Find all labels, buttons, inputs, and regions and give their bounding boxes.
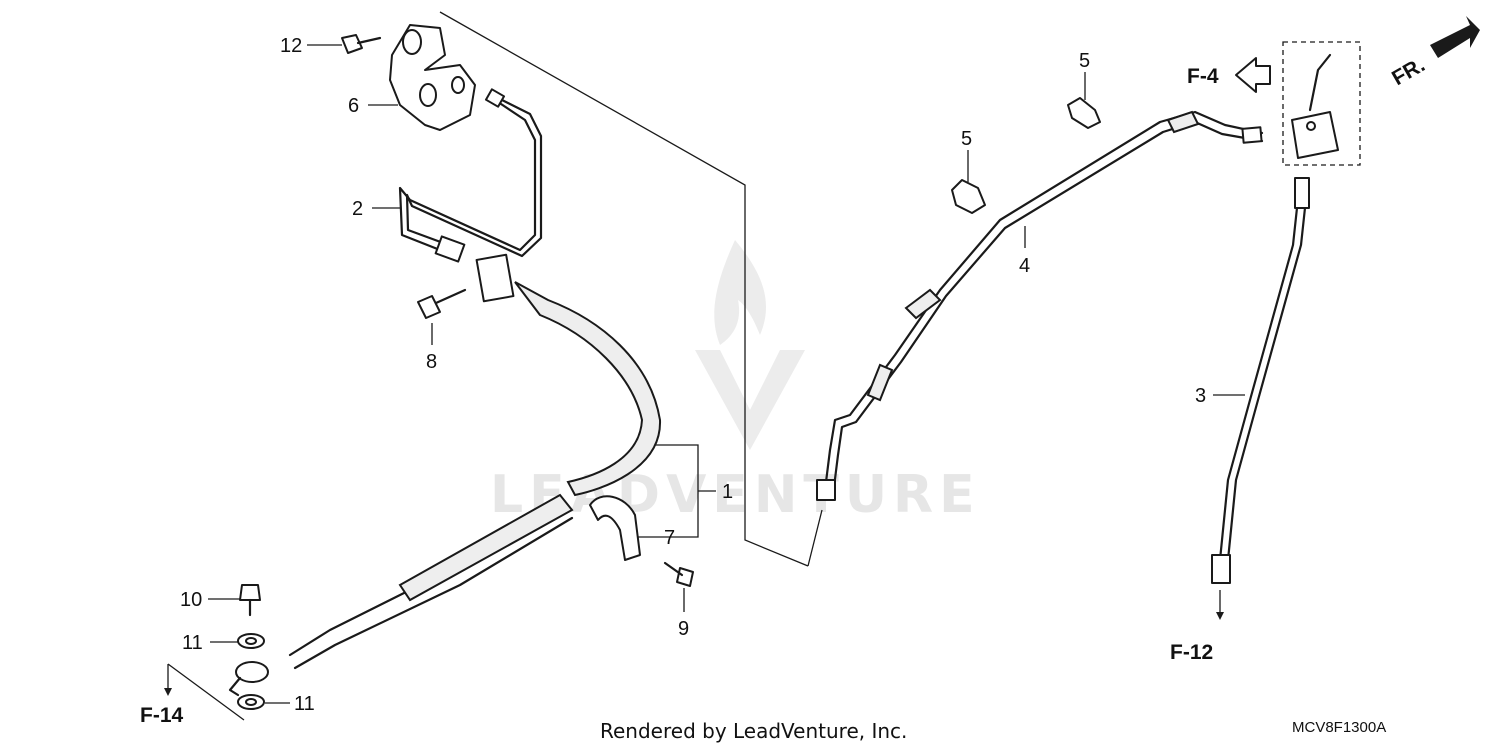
f14-label: F-14 <box>140 704 184 727</box>
callout-3: 3 <box>1195 385 1206 407</box>
detail-inset <box>1282 41 1361 166</box>
callout-leaders <box>208 44 1245 704</box>
watermark-v-icon <box>695 350 805 450</box>
callout-6: 6 <box>348 95 359 117</box>
washer-11-bottom[interactable] <box>237 694 265 710</box>
bolt-12[interactable] <box>341 34 382 54</box>
callout-1: 1 <box>722 481 733 503</box>
hose-clamp-7[interactable] <box>589 495 641 561</box>
down-arrow-icon <box>1216 612 1224 620</box>
brake-hose-3[interactable] <box>1211 177 1310 584</box>
f4-reference: F-4 <box>1187 57 1271 93</box>
callout-9: 9 <box>678 618 689 640</box>
front-label: FR. <box>1388 53 1429 90</box>
watermark: LEADVENTURE <box>490 240 981 525</box>
callout-12: 12 <box>280 35 302 57</box>
callouts: 12 6 2 8 1 7 9 10 11 11 4 5 5 3 <box>180 35 1206 715</box>
callout-4: 4 <box>1019 255 1030 277</box>
callout-8: 8 <box>426 351 437 373</box>
f4-label: F-4 <box>1187 65 1219 88</box>
brake-hose-1[interactable] <box>228 253 662 697</box>
callout-5b: 5 <box>961 128 972 150</box>
f14-reference: F-14 <box>140 688 184 727</box>
rendered-by-text: Rendered by LeadVenture, Inc. <box>600 719 907 743</box>
bolt-10[interactable] <box>239 584 261 617</box>
washer-11-top[interactable] <box>237 633 265 649</box>
bolt-9[interactable] <box>663 561 694 587</box>
front-indicator: FR. <box>1388 16 1480 90</box>
master-cylinder-joint[interactable] <box>389 24 476 131</box>
callout-5a: 5 <box>1079 50 1090 72</box>
down-arrow-icon-2 <box>164 688 172 696</box>
watermark-text: LEADVENTURE <box>490 465 981 525</box>
brake-pipe-4[interactable] <box>816 110 1264 501</box>
callout-11b: 11 <box>294 693 315 715</box>
pipe-clip-5b[interactable] <box>951 179 986 214</box>
bolt-8[interactable] <box>417 288 467 319</box>
callout-10: 10 <box>180 589 202 611</box>
grouping-lines <box>167 11 823 721</box>
brake-pipe-2[interactable] <box>398 88 543 263</box>
left-arrow-icon <box>1235 57 1271 93</box>
f12-reference: F-12 <box>1170 590 1224 664</box>
callout-2: 2 <box>352 198 363 220</box>
pipe-clip-5a[interactable] <box>1067 97 1101 129</box>
watermark-flame-icon <box>714 240 766 345</box>
callout-11a: 11 <box>182 632 203 654</box>
f12-label: F-12 <box>1170 641 1213 664</box>
callout-7: 7 <box>664 527 675 549</box>
diagram-code: MCV8F1300A <box>1292 719 1386 736</box>
front-arrow-icon <box>1430 16 1480 58</box>
